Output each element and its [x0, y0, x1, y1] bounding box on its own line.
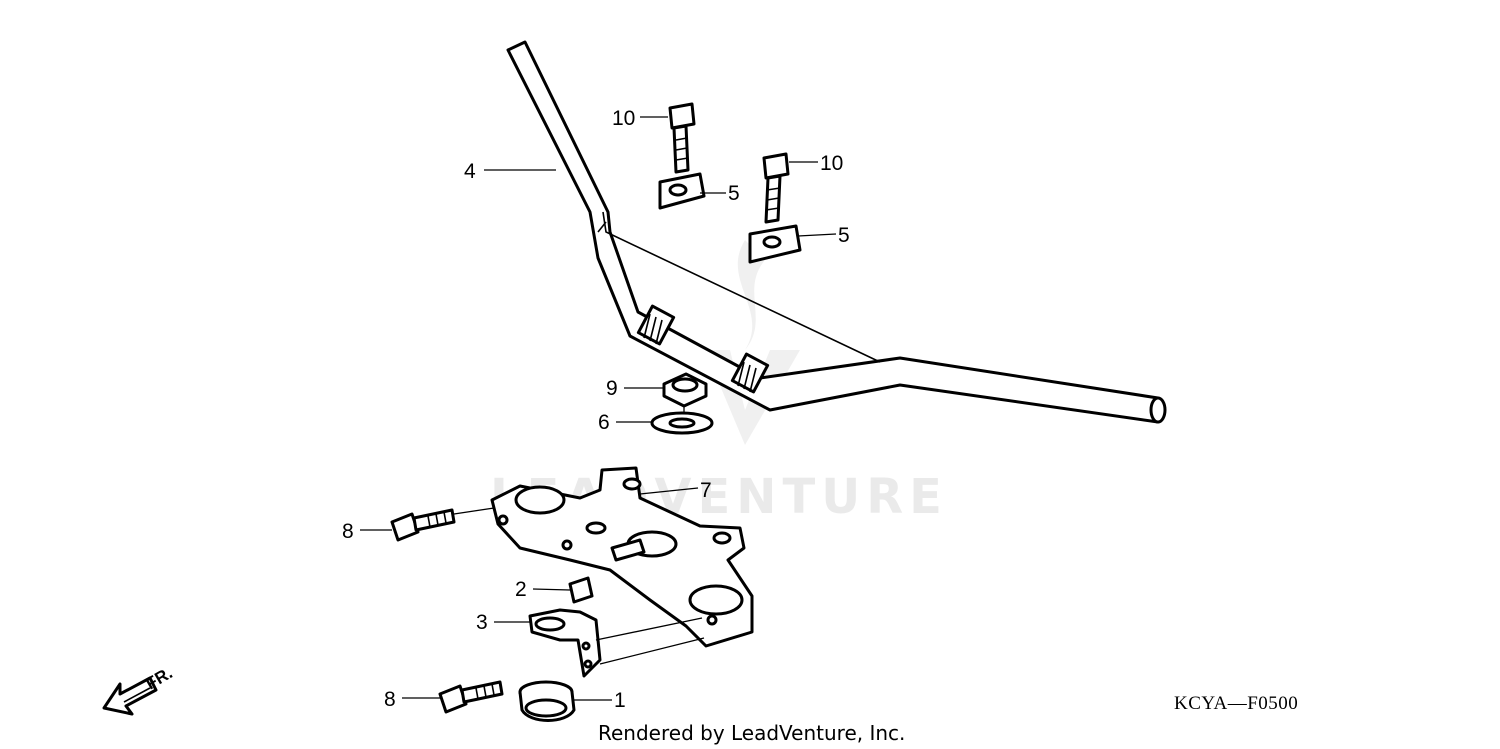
callout-7: 7: [700, 479, 712, 502]
bolt-8-lower: [438, 680, 504, 714]
callout-9: 9: [606, 377, 618, 400]
handlebar: [506, 40, 1167, 424]
nut-9: [662, 372, 708, 408]
callout-8-lower: 8: [384, 688, 396, 711]
washer-6: [650, 411, 714, 435]
front-arrow-icon: [102, 676, 158, 716]
diagram-code: KCYA—F0500: [1174, 693, 1298, 714]
callouts: 4 10 10 5 5 9 6 7 8 2 3 8 1: [342, 107, 850, 712]
callout-3: 3: [476, 611, 488, 634]
watermark-flame-icon: [737, 240, 765, 350]
front-direction-indicator: FR.: [102, 663, 176, 716]
bolt-10-right: [762, 152, 790, 224]
holder-5-upper: [658, 172, 706, 210]
callout-8-upper: 8: [342, 520, 354, 543]
holder-5-lower: [748, 224, 802, 264]
credit-text: Rendered by LeadVenture, Inc.: [598, 721, 905, 745]
callout-10-right: 10: [820, 152, 843, 175]
callout-2: 2: [515, 578, 527, 601]
callout-4: 4: [464, 160, 476, 183]
top-bridge-7: [490, 466, 754, 648]
bolt-10-left: [668, 102, 696, 174]
callout-6: 6: [598, 411, 610, 434]
callout-1: 1: [614, 689, 626, 712]
callout-5-upper: 5: [728, 182, 740, 205]
callout-5-lower: 5: [838, 224, 850, 247]
rubber-1: [518, 680, 576, 722]
leader-lines: [360, 116, 837, 701]
callout-10-left: 10: [612, 107, 635, 130]
collar-2: [568, 576, 594, 604]
clamp-3: [528, 608, 602, 678]
bolt-8-upper: [390, 508, 456, 542]
